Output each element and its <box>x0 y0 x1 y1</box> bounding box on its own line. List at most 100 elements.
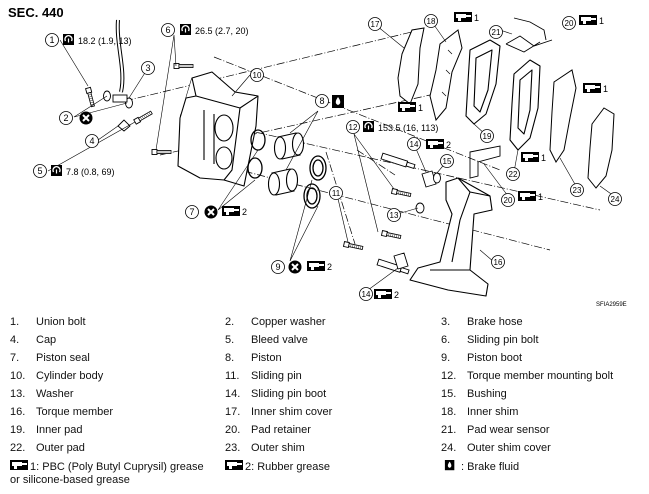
callout-22: 22 <box>506 167 520 181</box>
piston-boot <box>303 155 327 209</box>
figure-id: SFIA2959E <box>596 302 627 308</box>
brake-hose <box>115 19 125 93</box>
callout-11: 11 <box>329 186 343 200</box>
svg-text:6: 6 <box>165 25 170 35</box>
callout-8: 8 <box>315 94 329 108</box>
callout-13: 13 <box>387 208 401 222</box>
callout-17: 17 <box>368 17 382 31</box>
callout-23: 23 <box>570 183 584 197</box>
svg-text:17: 17 <box>371 20 380 29</box>
outer-shim-cover <box>587 107 615 189</box>
svg-text:18: 18 <box>427 17 436 26</box>
callout-6: 6 <box>161 23 175 37</box>
piston <box>267 132 305 196</box>
callout-20b: 20 <box>562 16 576 30</box>
svg-text:1: 1 <box>474 13 479 23</box>
bushing <box>433 172 441 184</box>
svg-text:1: 1 <box>49 35 54 45</box>
callout-2: 2 <box>59 111 73 125</box>
outer-pad <box>509 59 541 151</box>
svg-text:14: 14 <box>410 140 419 149</box>
callouts: 1 2 3 4 5 6 7 8 9 10 11 12 13 14 14 15 1… <box>33 14 622 301</box>
svg-text:7: 7 <box>189 207 194 217</box>
svg-text:1: 1 <box>418 103 423 113</box>
svg-text:26.5 (2.7, 20): 26.5 (2.7, 20) <box>195 26 249 36</box>
washer <box>415 202 425 214</box>
hose-fitting <box>112 94 128 103</box>
pad-retainer <box>469 35 553 179</box>
svg-text:4: 4 <box>89 136 94 146</box>
outer-shim <box>549 69 577 163</box>
svg-text:8: 8 <box>319 96 324 106</box>
callout-15: 15 <box>440 154 454 168</box>
svg-text:1: 1 <box>541 153 546 163</box>
callout-1: 1 <box>45 33 59 47</box>
section-title: SEC. 440 <box>8 5 64 20</box>
grease-gun-icon <box>10 460 28 470</box>
grease-1-note: 1: PBC (Poly Butyl Cuprysil) grease or s… <box>10 460 204 486</box>
grease-gun-icon <box>225 460 243 470</box>
inner-shim <box>429 29 463 122</box>
svg-text:5: 5 <box>37 166 42 176</box>
inner-shim-cover <box>397 27 425 105</box>
torque-spec-6: 26.5 (2.7, 20) <box>179 23 249 36</box>
grease-2-note: 2: Rubber grease <box>225 460 330 474</box>
callout-14a: 14 <box>407 137 421 151</box>
exploded-brake-diagram: SEC. 440 <box>8 5 627 308</box>
svg-text:2: 2 <box>394 290 399 300</box>
torque-spec-12: 153.5 (16, 113) <box>362 120 438 133</box>
svg-text:11: 11 <box>332 189 341 198</box>
sliding-pin-boot <box>393 170 437 270</box>
svg-text:13: 13 <box>390 211 399 220</box>
svg-text:2: 2 <box>242 207 247 217</box>
svg-text:2: 2 <box>327 262 332 272</box>
svg-text:1: 1 <box>538 192 543 202</box>
callout-3: 3 <box>141 61 155 75</box>
svg-text:20: 20 <box>504 196 513 205</box>
svg-text:20: 20 <box>565 19 574 28</box>
svg-text:1: 1 <box>599 16 604 26</box>
callout-24: 24 <box>608 192 622 206</box>
sliding-pin <box>376 152 416 275</box>
svg-text:SEC. 440: SEC. 440 <box>8 5 64 20</box>
svg-text:9: 9 <box>275 262 280 272</box>
grease-gun-icon: 1 1 2 1 1 1 1 2 2 2 <box>222 12 608 300</box>
callout-10: 10 <box>250 68 264 82</box>
callout-9: 9 <box>271 260 285 274</box>
cylinder-body <box>177 71 259 187</box>
callout-7: 7 <box>185 205 199 219</box>
svg-text:15: 15 <box>443 157 452 166</box>
torque-spec-1: 18.2 (1.9, 13) <box>62 33 132 46</box>
callout-19: 19 <box>480 129 494 143</box>
sliding-pin-bolt-upper <box>173 63 194 69</box>
torque-spec-5: 7.8 (0.8, 69) <box>50 164 115 177</box>
svg-text:23: 23 <box>573 186 582 195</box>
callout-16: 16 <box>491 255 505 269</box>
svg-text:22: 22 <box>509 170 518 179</box>
callout-21: 21 <box>489 25 503 39</box>
svg-text:10: 10 <box>253 71 262 80</box>
callout-18: 18 <box>424 14 438 28</box>
callout-4: 4 <box>85 134 99 148</box>
callout-14b: 14 <box>359 287 373 301</box>
svg-text:7.8 (0.8, 69): 7.8 (0.8, 69) <box>66 167 115 177</box>
brake-fluid-note: : Brake fluid <box>441 460 519 474</box>
svg-text:1: 1 <box>603 84 608 94</box>
callout-5: 5 <box>33 164 47 178</box>
callout-20a: 20 <box>501 193 515 207</box>
bleed-valve <box>133 109 154 125</box>
torque-member-mounting-bolt <box>343 188 412 251</box>
brake-fluid-icon <box>332 95 344 108</box>
svg-text:SFIA2959E: SFIA2959E <box>596 302 627 308</box>
svg-text:21: 21 <box>492 28 501 37</box>
svg-text:3: 3 <box>145 63 150 73</box>
pad-wear-sensor <box>513 17 547 41</box>
callout-12: 12 <box>346 120 360 134</box>
svg-text:24: 24 <box>611 195 620 204</box>
svg-text:2: 2 <box>63 113 68 123</box>
svg-text:12: 12 <box>349 123 358 132</box>
brake-fluid-icon <box>444 460 455 471</box>
svg-text:14: 14 <box>362 290 371 299</box>
svg-text:153.5 (16, 113): 153.5 (16, 113) <box>378 123 438 133</box>
svg-text:16: 16 <box>494 258 503 267</box>
